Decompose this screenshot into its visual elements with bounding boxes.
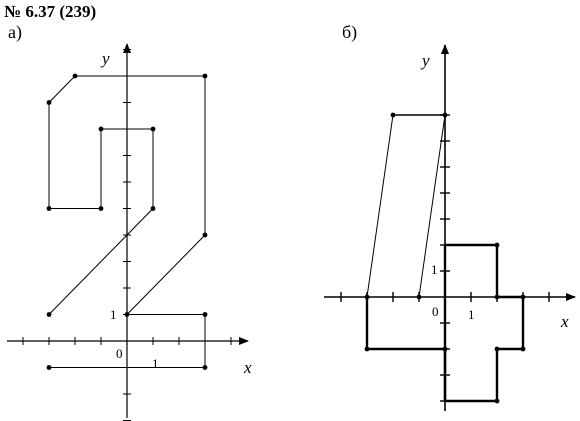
- panel-a-shapes: [48, 75, 206, 368]
- vertex-point: [416, 294, 422, 300]
- panel-b-graph: x y 0 1 1: [324, 44, 576, 411]
- vertex-point: [150, 206, 156, 211]
- panel-b-unit-y-label: 1: [431, 262, 438, 277]
- vertex-point: [364, 294, 370, 300]
- panel-b-origin-label: 0: [432, 304, 439, 319]
- vertex-point: [442, 346, 448, 352]
- digit-two-path: [48, 75, 206, 368]
- vertex-point: [124, 312, 130, 317]
- vertex-point: [494, 346, 500, 352]
- problem-number: № 6.37 (239): [4, 2, 97, 21]
- panel-b-y-axis-label: y: [420, 51, 430, 70]
- panel-a-unit-x-label: 1: [152, 356, 159, 371]
- vertex-point: [390, 112, 396, 118]
- vertex-point: [202, 232, 208, 238]
- panel-a-x-axis-label: x: [243, 358, 252, 377]
- panel-b-x-axis-label: x: [560, 312, 569, 331]
- vertex-point: [46, 365, 52, 370]
- panel-b-unit-x-label: 1: [468, 307, 475, 322]
- panel-b-points: [364, 112, 526, 404]
- vertex-point: [520, 346, 526, 352]
- vertex-point: [202, 73, 208, 79]
- vertex-point: [494, 398, 500, 404]
- vertex-point: [494, 294, 500, 300]
- vertex-point: [442, 112, 448, 118]
- panel-a-points: [46, 73, 208, 370]
- panel-b-label: б): [342, 22, 358, 42]
- vertex-point: [46, 312, 52, 317]
- vertex-point: [150, 126, 156, 132]
- panel-a-label: а): [8, 22, 22, 42]
- vertex-point: [98, 206, 104, 211]
- panel-a-origin-label: 0: [116, 346, 123, 361]
- vertex-point: [202, 312, 208, 317]
- vertex-point: [520, 294, 526, 300]
- vertex-point: [72, 73, 78, 79]
- vertex-point: [98, 126, 104, 132]
- panel-a-graph: x y 0 1 1: [7, 43, 252, 421]
- vertex-point: [202, 365, 208, 370]
- vertex-point: [494, 242, 500, 248]
- panel-a-y-axis-label: y: [100, 49, 110, 68]
- vertex-point: [46, 206, 52, 211]
- vertex-point: [46, 100, 52, 105]
- vertex-point: [364, 346, 370, 352]
- panel-a-unit-y-label: 1: [110, 307, 117, 322]
